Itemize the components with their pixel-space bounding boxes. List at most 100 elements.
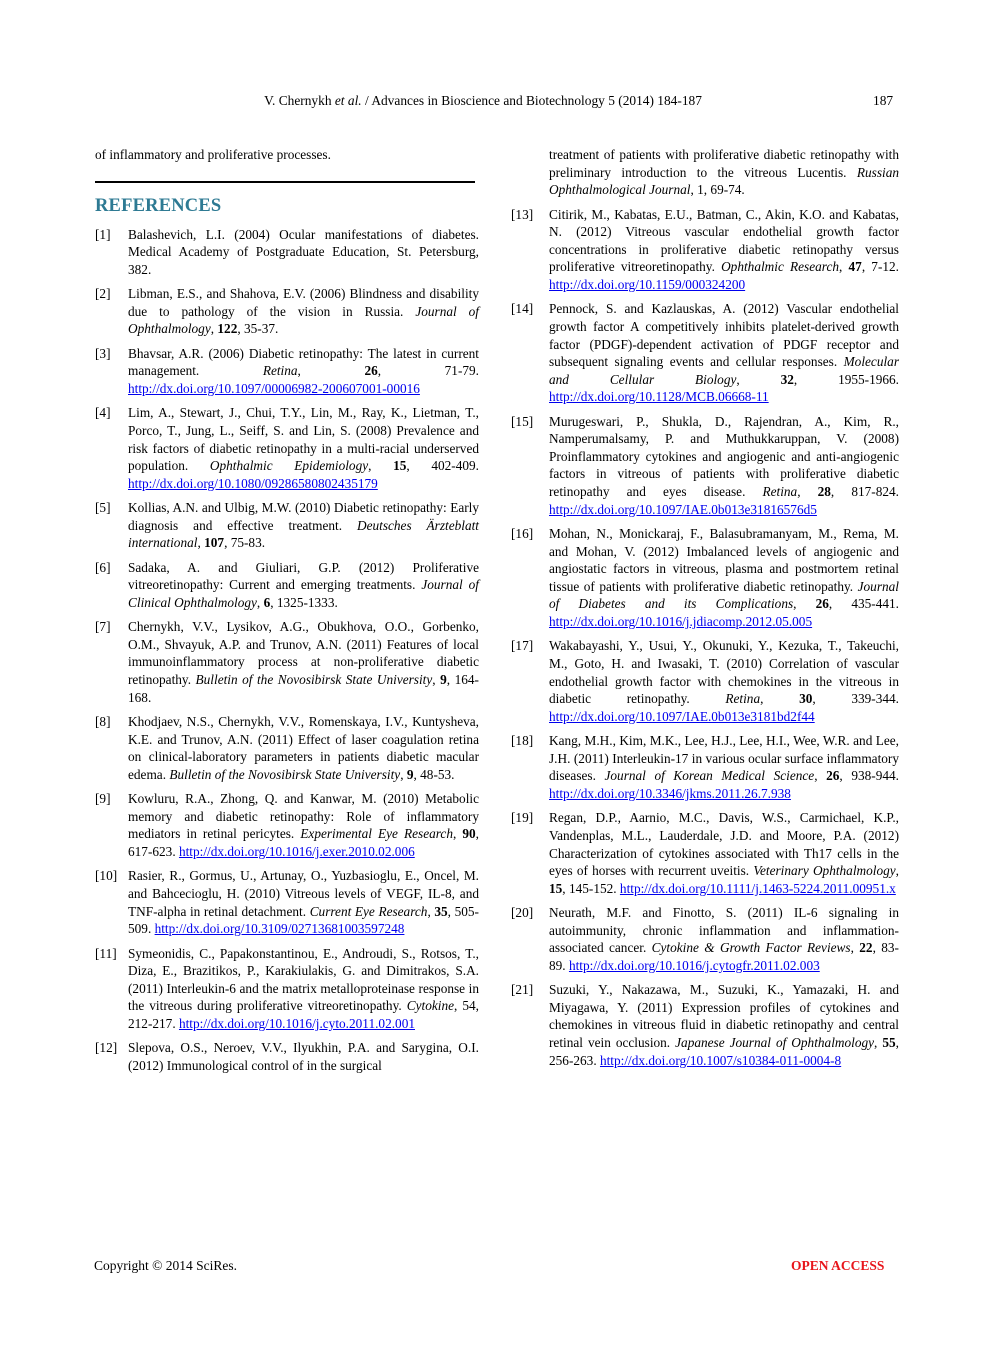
section-divider (95, 180, 475, 183)
volume-number: 6 (263, 594, 271, 610)
reference-segment: , 1, 69-74. (690, 182, 745, 198)
doi-link[interactable]: http://dx.doi.org/10.1097/IAE.0b013e3181… (549, 501, 817, 517)
reference-segment: , 505-509. (128, 903, 479, 937)
reference-segment: , (432, 672, 441, 688)
doi-link[interactable]: http://dx.doi.org/10.1007/s10384-011-000… (599, 1052, 842, 1068)
journal-title: Cytokine (406, 998, 454, 1014)
reference-text: Pennock, S. and Kazlauskas, A. (2012) Va… (549, 300, 899, 406)
reference-segment: , 75-83. (224, 535, 266, 551)
reference-text: Neurath, M.F. and Finotto, S. (2011) IL-… (549, 904, 899, 974)
reference-segment: Pennock, S. and Kazlauskas, A. (2012) Va… (549, 301, 899, 370)
doi-link[interactable]: http://dx.doi.org/10.3346/jkms.2011.26.7… (549, 785, 791, 801)
journal-title: Retina (725, 691, 761, 707)
reference-segment: , 938-944. (839, 768, 899, 784)
reference-segment: Slepova, O.S., Neroev, V.V., Ilyukhin, P… (128, 1040, 479, 1073)
reference-list-left: [1]Balashevich, L.I. (2004) Ocular manif… (95, 226, 479, 1075)
reference-number: [11] (95, 945, 117, 961)
reference-segment: , (197, 535, 205, 551)
reference-segment: , 164-168. (128, 672, 479, 705)
volume-number: 26 (364, 363, 378, 379)
doi-link[interactable]: http://dx.doi.org/10.1128/MCB.06668-11 (549, 389, 769, 405)
reference-text: Mohan, N., Monickaraj, F., Balasubramany… (549, 525, 899, 631)
running-head-citation: V. Chernykh et al. / Advances in Bioscie… (208, 93, 758, 109)
running-head-authors: V. Chernykh (264, 93, 335, 108)
reference-item: [9]Kowluru, R.A., Zhong, Q. and Kanwar, … (95, 790, 479, 860)
volume-number: 9 (406, 766, 414, 782)
reference-item: [3] Bhavsar, A.R. (2006) Diabetic retinop… (95, 345, 479, 398)
reference-number: [3] (95, 345, 111, 361)
running-head-etal: et al. (334, 93, 362, 108)
doi-link[interactable]: http://dx.doi.org/10.1016/j.jdiacomp.201… (549, 614, 813, 630)
reference-segment: , (793, 596, 816, 612)
reference-segment: , 48-53. (413, 766, 455, 782)
journal-title: Russian Ophthalmological Journal (549, 164, 899, 198)
reference-segment: Kowluru, R.A., Zhong, Q. and Kanwar, M. … (128, 791, 479, 842)
volume-number: 9 (440, 672, 447, 688)
reference-segment: , 256-263. (549, 1035, 899, 1068)
reference-segment: , 7-12. (861, 259, 899, 275)
journal-title: Retina (262, 363, 298, 379)
doi-link[interactable]: http://dx.doi.org/10.1111/j.1463-5224.20… (619, 880, 896, 896)
reference-segment: Neurath, M.F. and Finotto, S. (2011) IL-… (549, 905, 899, 956)
reference-segment: , (839, 259, 849, 275)
reference-text: Citirik, M., Kabatas, E.U., Batman, C., … (549, 206, 899, 294)
reference-item: [11] Symeonidis, C., Papakonstantinou, E.… (95, 945, 479, 1033)
reference-segment: Lim, A., Stewart, J., Chui, T.Y., Lin, M… (128, 405, 479, 474)
journal-title: Retina (762, 484, 798, 500)
reference-segment: , (400, 766, 407, 782)
reference-segment: Libman, E.S., and Shahova, E.V. (2006) B… (128, 286, 479, 319)
volume-number: 47 (848, 259, 862, 275)
reference-item: treatment of patients with proliferative… (511, 146, 899, 199)
reference-segment: , 617-623. (128, 826, 479, 859)
doi-link[interactable]: http://dx.doi.org/10.1080/09286580802435… (128, 475, 378, 491)
reference-segment: , 71-79. (377, 363, 479, 379)
reference-text: treatment of patients with proliferative… (549, 146, 899, 199)
doi-link[interactable]: http://dx.doi.org/10.3109/02713681003597… (154, 921, 405, 937)
volume-number: 26 (815, 596, 829, 612)
reference-segment: , (797, 484, 818, 500)
reference-item: [19]Regan, D.P., Aarnio, M.C., Davis, W.… (511, 809, 899, 897)
volume-number: 122 (217, 321, 238, 337)
reference-segment: Wakabayashi, Y., Usui, Y., Okunuki, Y., … (549, 638, 899, 707)
reference-segment: , (736, 371, 781, 387)
doi-link[interactable]: http://dx.doi.org/10.1016/j.exer.2010.02… (178, 843, 415, 859)
reference-text: Bhavsar, A.R. (2006) Diabetic retinopath… (128, 345, 479, 398)
reference-segment: , 145-152. (562, 880, 620, 896)
volume-number: 15 (393, 458, 407, 474)
reference-segment: Balashevich, L.I. (2004) Ocular manifest… (128, 226, 479, 277)
reference-segment: Chernykh, V.V., Lysikov, A.G., Obukhova,… (128, 619, 479, 688)
reference-number: [6] (95, 559, 111, 575)
journal-title: Journal of Korean Medical Science (604, 768, 815, 784)
reference-segment: Symeonidis, C., Papakonstantinou, E., An… (128, 945, 479, 1014)
doi-link[interactable]: http://dx.doi.org/10.1016/j.cyto.2011.02… (178, 1015, 415, 1031)
reference-segment: , (814, 768, 827, 784)
reference-item: [20]Neurath, M.F. and Finotto, S. (2011)… (511, 904, 899, 974)
reference-segment: Suzuki, Y., Nakazawa, M., Suzuki, K., Ya… (549, 982, 899, 1051)
reference-text: Khodjaev, N.S., Chernykh, V.V., Romenska… (128, 713, 479, 783)
reference-item: [5]Kollias, A.N. and Ulbig, M.W. (2010) … (95, 499, 479, 552)
reference-item: [6]Sadaka, A. and Giuliari, G.P. (2012) … (95, 559, 479, 612)
left-column: of inflammatory and proliferative proces… (95, 146, 479, 1081)
reference-number: [21] (511, 982, 534, 998)
reference-text: Wakabayashi, Y., Usui, Y., Okunuki, Y., … (549, 637, 899, 725)
reference-segment: Kang, M.H., Kim, M.K., Lee, H.J., Lee, H… (549, 733, 899, 784)
reference-segment: Mohan, N., Monickaraj, F., Balasubramany… (549, 526, 899, 594)
reference-text: Symeonidis, C., Papakonstantinou, E., An… (128, 945, 479, 1033)
reference-segment: Regan, D.P., Aarnio, M.C., Davis, W.S., … (549, 810, 899, 879)
reference-segment: Khodjaev, N.S., Chernykh, V.V., Romenska… (128, 714, 479, 782)
reference-list-right: treatment of patients with proliferative… (511, 146, 899, 1069)
reference-number: [5] (95, 500, 111, 516)
running-head-journal: / Advances in Bioscience and Biotechnolo… (361, 93, 702, 108)
reference-item: [13]Citirik, M., Kabatas, E.U., Batman, … (511, 206, 899, 294)
volume-number: 26 (826, 768, 840, 784)
reference-text: Slepova, O.S., Neroev, V.V., Ilyukhin, P… (128, 1039, 479, 1074)
doi-link[interactable]: http://dx.doi.org/10.1097/IAE.0b013e3181… (549, 708, 815, 724)
reference-segment: , 817-824. (830, 484, 899, 500)
volume-number: 22 (859, 940, 873, 956)
reference-segment: , 35-37. (237, 321, 279, 337)
doi-link[interactable]: http://dx.doi.org/10.1016/j.cytogfr.2011… (568, 957, 820, 973)
reference-segment: Murugeswari, P., Shukla, D., Rajendran, … (549, 413, 899, 500)
doi-link[interactable]: http://dx.doi.org/10.1097/00006982-20060… (128, 380, 420, 396)
doi-link[interactable]: http://dx.doi.org/10.1159/000324200 (549, 276, 746, 292)
reference-item: [7]Chernykh, V.V., Lysikov, A.G., Obukho… (95, 618, 479, 706)
